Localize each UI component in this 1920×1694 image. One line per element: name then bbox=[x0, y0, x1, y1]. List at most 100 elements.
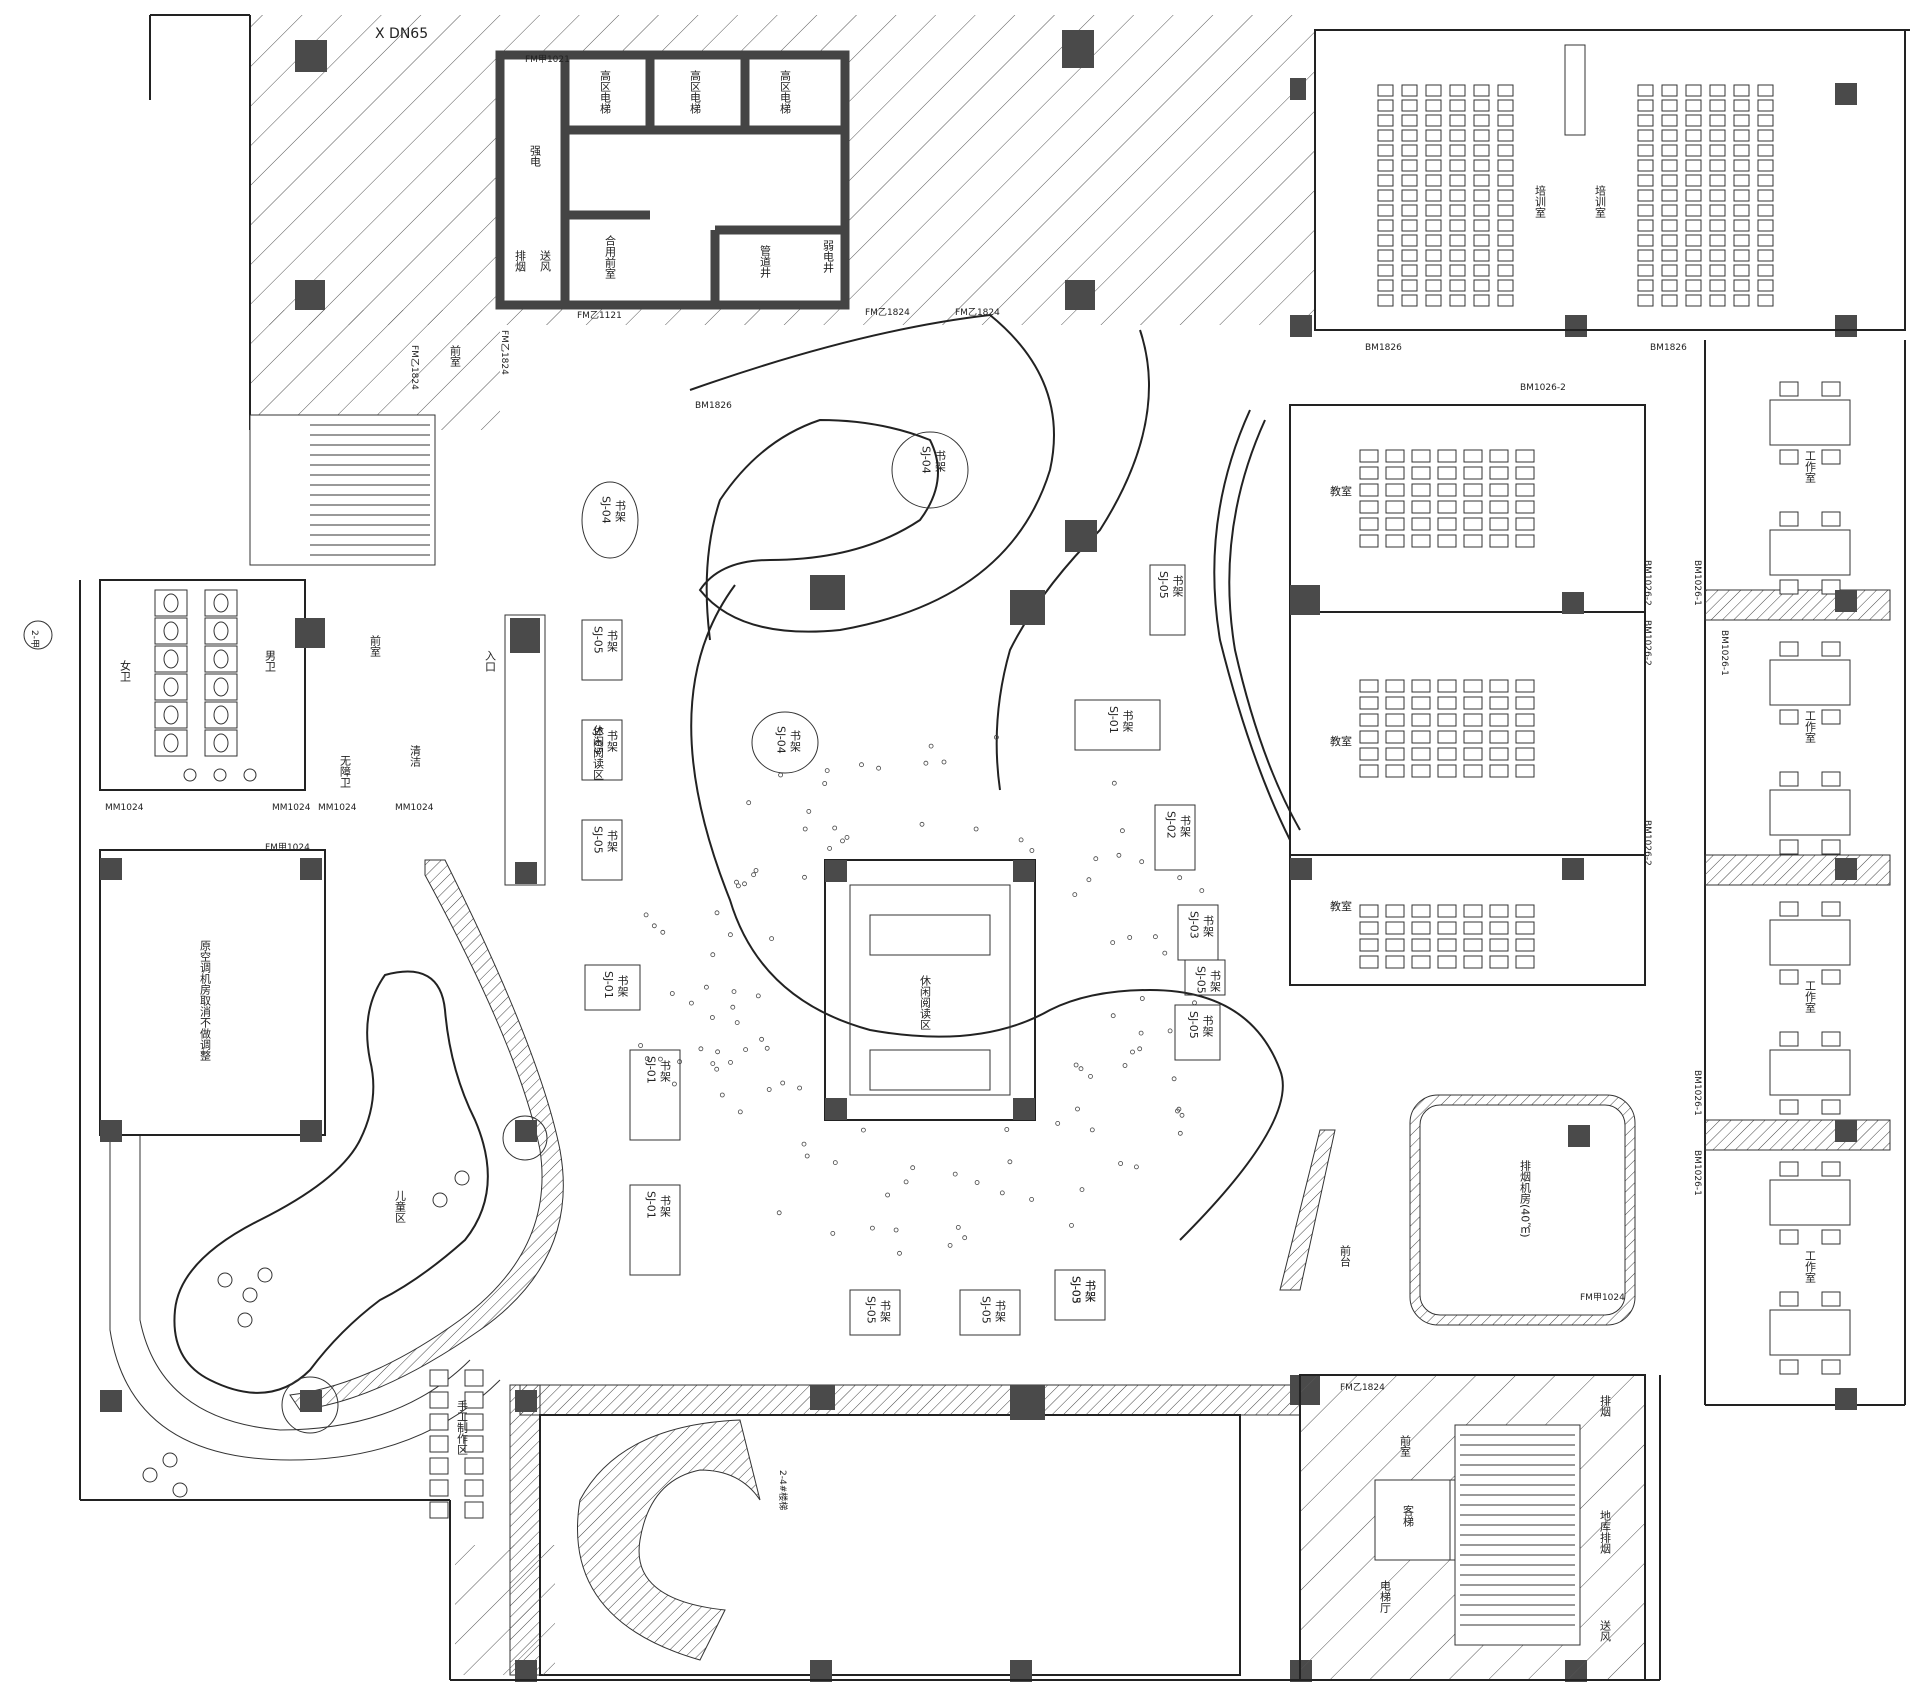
pebble bbox=[797, 1085, 802, 1091]
seat bbox=[1385, 517, 1405, 531]
seat bbox=[1437, 696, 1457, 710]
pebble bbox=[1130, 1049, 1135, 1055]
seat bbox=[1463, 466, 1483, 480]
decorative-pebbles bbox=[638, 734, 1205, 1256]
door-label: FM乙1824 bbox=[409, 345, 420, 390]
stall bbox=[154, 645, 188, 673]
seat bbox=[1437, 764, 1457, 778]
pebble bbox=[1110, 1013, 1116, 1019]
seat bbox=[1359, 466, 1379, 480]
seat bbox=[1661, 114, 1678, 127]
pebble bbox=[1110, 940, 1116, 945]
seat bbox=[1411, 938, 1431, 952]
pebble bbox=[1162, 950, 1168, 956]
seat bbox=[1637, 219, 1654, 232]
seat bbox=[1411, 483, 1431, 497]
shelf-code: SJ-05 bbox=[865, 1296, 878, 1324]
pebble bbox=[714, 910, 720, 916]
column bbox=[1290, 858, 1312, 880]
room-elevator-1: 高区电梯 bbox=[599, 69, 612, 115]
room-fresh-air-bottom: 送风 bbox=[1599, 1619, 1612, 1642]
column bbox=[1010, 590, 1045, 625]
pebble bbox=[1018, 837, 1024, 843]
shelf-name: 书架 bbox=[606, 630, 619, 652]
pebble bbox=[751, 872, 756, 878]
seat bbox=[1359, 764, 1379, 778]
pebble bbox=[710, 1061, 716, 1066]
stall bbox=[204, 589, 238, 617]
shelf-outline bbox=[629, 1184, 681, 1276]
pebble bbox=[1073, 1062, 1079, 1068]
shelf-code: SJ-05 bbox=[592, 826, 605, 854]
column bbox=[1290, 585, 1320, 615]
craft-chair bbox=[464, 1479, 484, 1497]
seat bbox=[1515, 534, 1535, 548]
pebble bbox=[1139, 859, 1145, 865]
toilet bbox=[213, 649, 229, 669]
seat bbox=[1637, 264, 1654, 277]
room-shared-front: 合用前室 bbox=[604, 234, 617, 279]
pebble bbox=[859, 762, 864, 768]
chair bbox=[1821, 1031, 1841, 1047]
room-elevator-2: 高区电梯 bbox=[689, 69, 702, 115]
pebble bbox=[1153, 934, 1158, 940]
room-front-bottom: 前室 bbox=[1399, 1434, 1412, 1457]
shelf-code: SJ-05 bbox=[592, 726, 605, 754]
seat bbox=[1489, 955, 1509, 969]
seat bbox=[1425, 264, 1442, 277]
chair bbox=[1821, 449, 1841, 465]
seat bbox=[1473, 294, 1490, 307]
partition bbox=[1704, 1119, 1891, 1151]
seat bbox=[1377, 144, 1394, 157]
seat bbox=[1425, 279, 1442, 292]
seat bbox=[1661, 99, 1678, 112]
restroom-block bbox=[99, 579, 306, 791]
shelf-code: SJ-03 bbox=[1070, 1276, 1083, 1304]
seat bbox=[1377, 159, 1394, 172]
seat bbox=[1709, 129, 1726, 142]
seat bbox=[1637, 114, 1654, 127]
pebble bbox=[903, 1179, 909, 1185]
door-label: FM甲1024 bbox=[1580, 1292, 1625, 1303]
column bbox=[1835, 83, 1857, 105]
room-front-desk: 前台 bbox=[1339, 1244, 1352, 1267]
seat bbox=[1661, 294, 1678, 307]
pebble bbox=[928, 743, 934, 749]
seat bbox=[1757, 219, 1774, 232]
seat bbox=[1733, 264, 1750, 277]
seat bbox=[1401, 129, 1418, 142]
seat bbox=[1437, 747, 1457, 761]
pebble bbox=[1134, 1164, 1139, 1170]
craft-chair bbox=[429, 1479, 449, 1497]
chair bbox=[1779, 381, 1799, 397]
room-pipe-well: 管道井 bbox=[759, 244, 772, 279]
door-label: BM1826 bbox=[1650, 343, 1687, 353]
column bbox=[295, 280, 325, 310]
column bbox=[100, 1120, 122, 1142]
seat bbox=[1473, 129, 1490, 142]
car-elevator-1 bbox=[1374, 1479, 1451, 1561]
pebble bbox=[658, 1056, 663, 1062]
seat bbox=[1515, 747, 1535, 761]
sink bbox=[213, 768, 227, 782]
seat bbox=[1757, 264, 1774, 277]
seat bbox=[1489, 449, 1509, 463]
toilet bbox=[163, 593, 179, 613]
seat bbox=[1377, 219, 1394, 232]
kids-pebble bbox=[432, 1192, 448, 1208]
seat bbox=[1359, 679, 1379, 693]
room-reading-center: 休闲阅读区 bbox=[919, 975, 932, 1030]
kids-pebble bbox=[257, 1267, 273, 1283]
seat bbox=[1449, 129, 1466, 142]
pebble bbox=[994, 734, 999, 740]
seat bbox=[1661, 249, 1678, 262]
column bbox=[515, 862, 537, 884]
chair bbox=[1779, 1099, 1799, 1115]
chair bbox=[1779, 969, 1799, 985]
craft-chair bbox=[429, 1457, 449, 1475]
shelf-name: 书架 bbox=[606, 830, 619, 852]
seat bbox=[1685, 264, 1702, 277]
chair bbox=[1779, 449, 1799, 465]
